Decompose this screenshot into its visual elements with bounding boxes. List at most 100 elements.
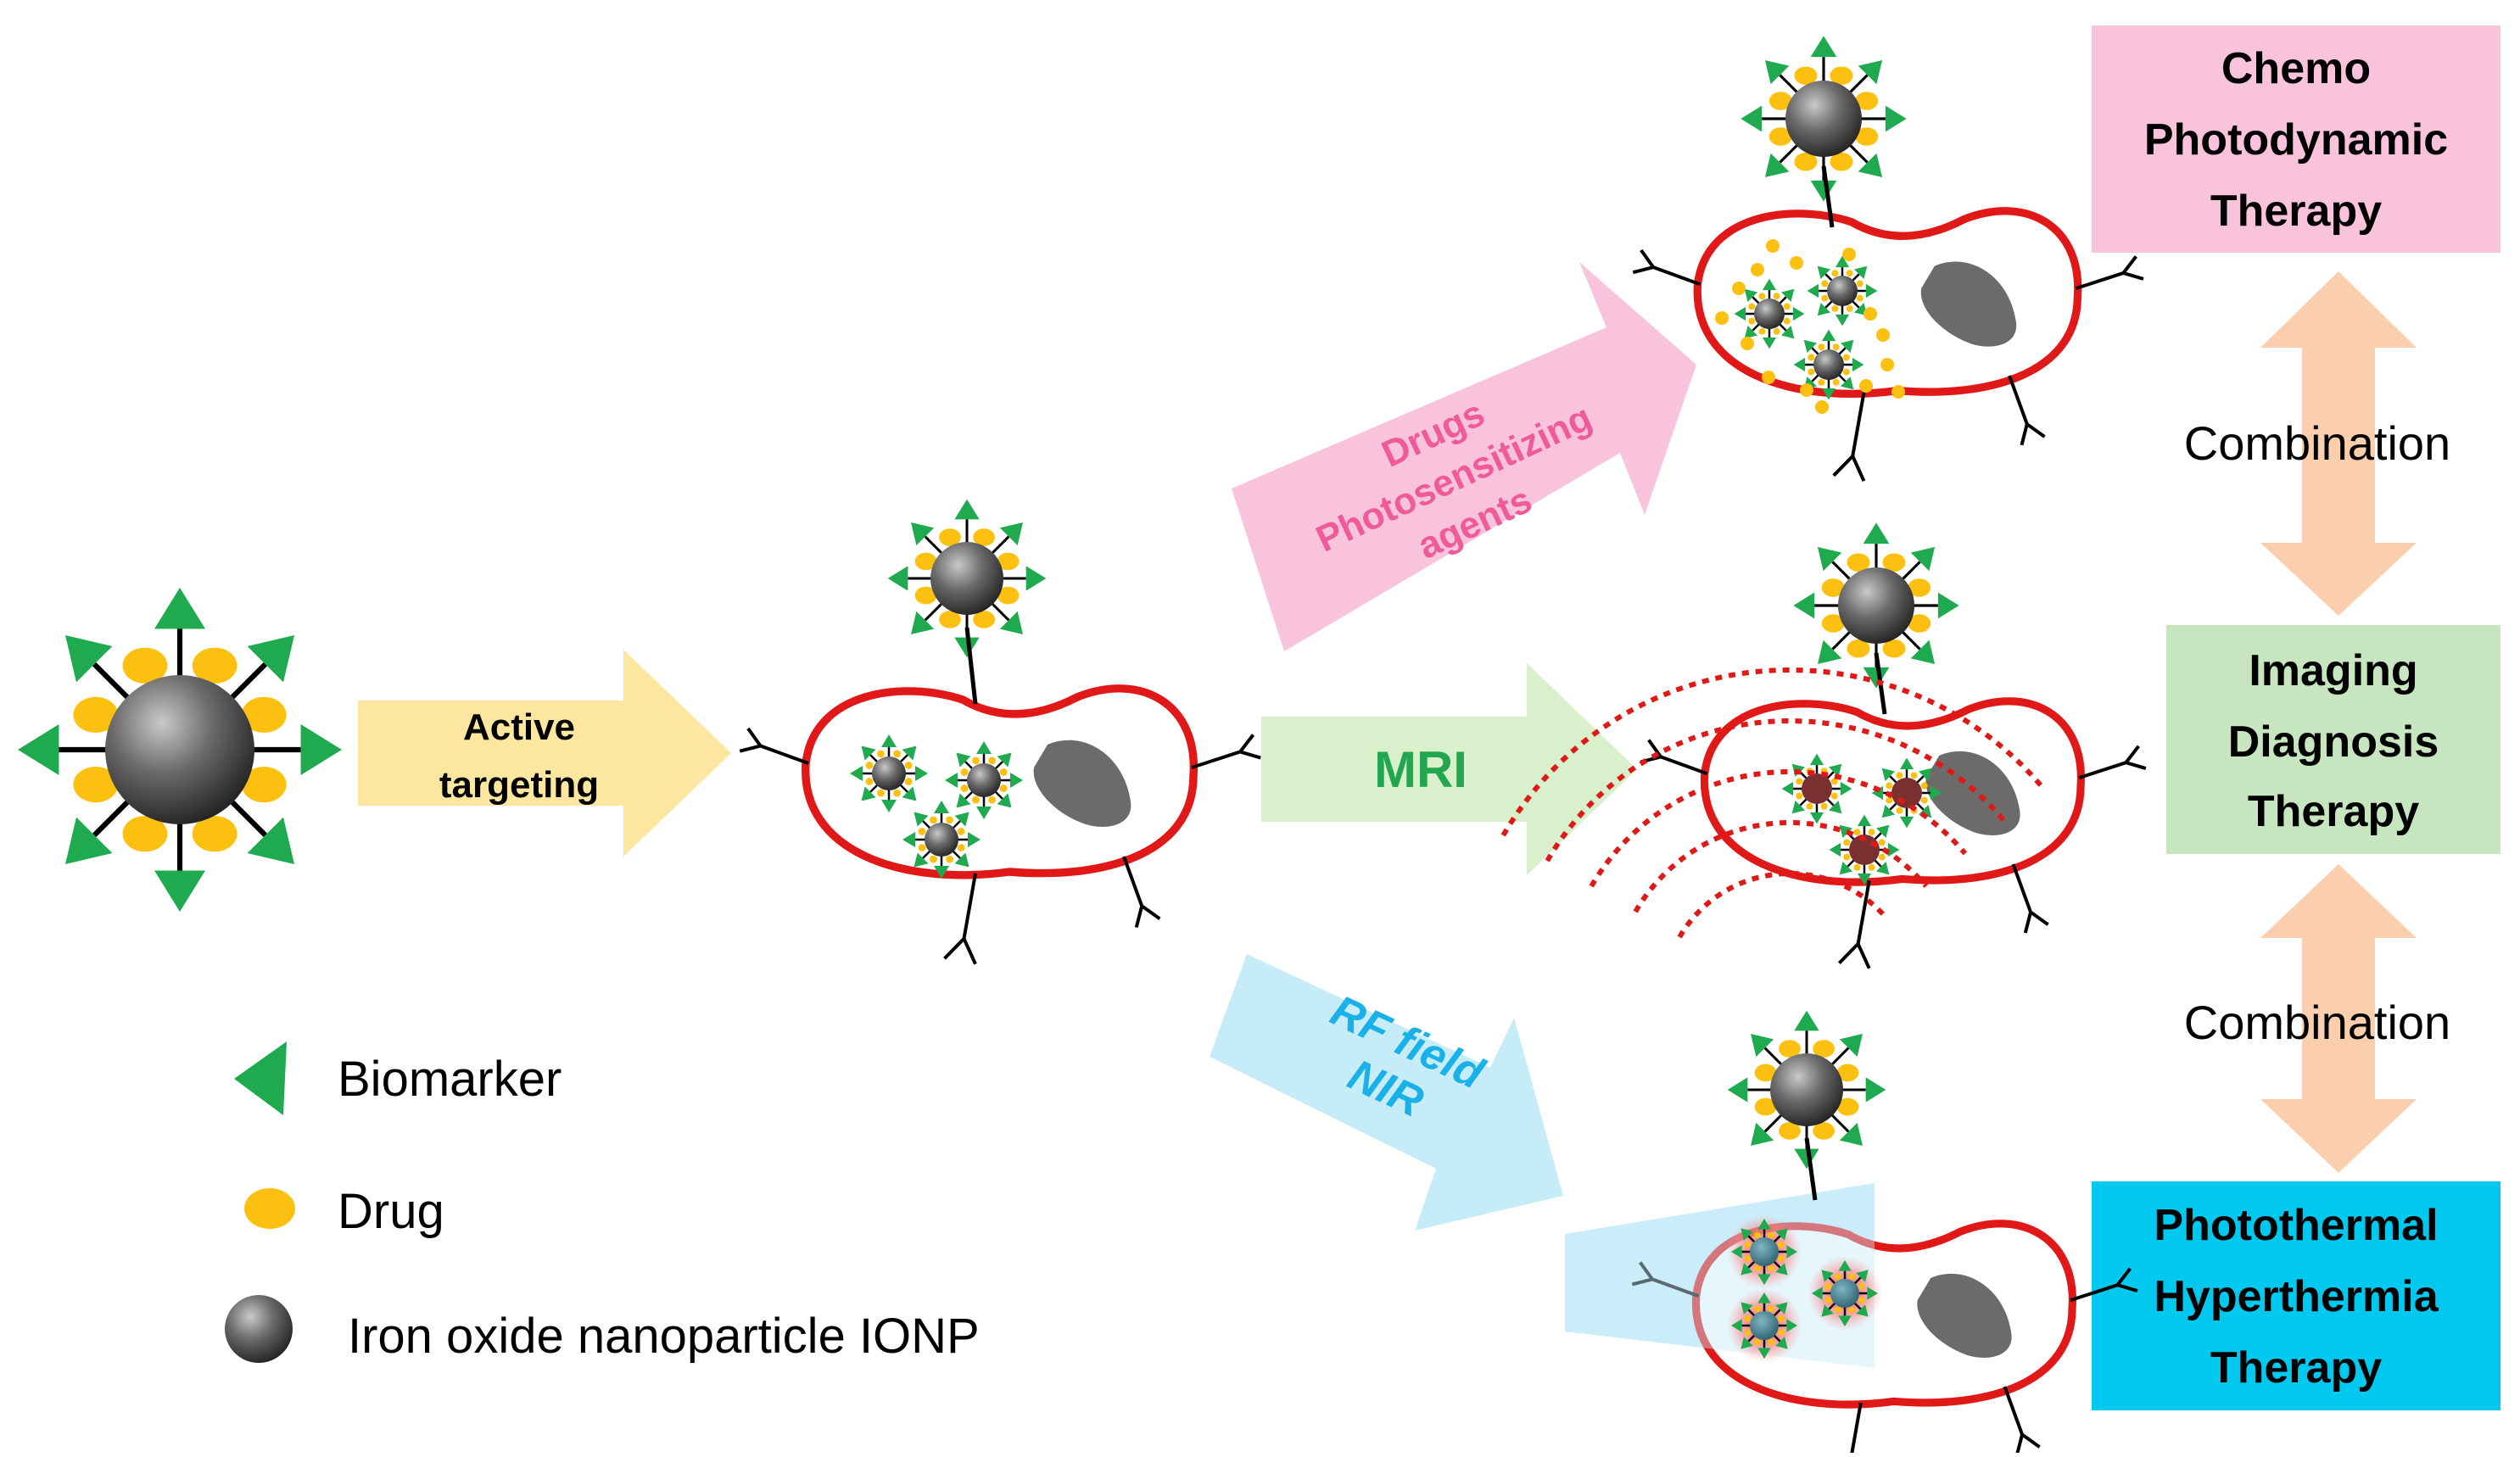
drug-dot: [1818, 343, 1825, 351]
combination-arrow-top: Combination: [2184, 271, 2450, 616]
biomarker-triangle: [1838, 1259, 1852, 1271]
released-drug-dot: [1751, 263, 1764, 276]
biomarker-triangle: [1794, 1010, 1819, 1031]
biomarker-triangle: [1817, 546, 1842, 572]
drug-dot: [918, 844, 926, 851]
biomarker-triangle: [1741, 105, 1763, 132]
biomarker-triangle: [1821, 329, 1836, 342]
biomarker-triangle: [1839, 824, 1852, 838]
drug-dot: [1794, 66, 1818, 86]
biomarker-triangle: [881, 800, 897, 812]
chemo-therapy-box-bg: [2092, 25, 2500, 253]
released-drug-dot: [1815, 400, 1829, 414]
biomarker-triangle: [247, 817, 295, 865]
biomarker-triangle: [1937, 592, 1959, 619]
biomarker-triangle: [954, 812, 969, 827]
drug-dot: [1768, 92, 1792, 110]
drug-dot: [1853, 863, 1861, 871]
biomarker-triangle: [997, 752, 1012, 768]
biomarker-triangle: [1910, 639, 1936, 665]
receptor-branch: [1640, 248, 1655, 269]
biomarker-triangle: [1803, 339, 1817, 353]
chemo-therapy-box: Chemo Photodynamic Therapy: [2092, 25, 2500, 253]
released-drug-dot: [1863, 307, 1877, 321]
photothermal-line-3: Therapy: [2210, 1343, 2382, 1393]
drug-dot: [939, 611, 961, 628]
released-drug-dot: [1766, 239, 1780, 253]
drug-dot: [1821, 294, 1829, 302]
internal-particle: [1734, 278, 1805, 349]
drug-dot: [1855, 92, 1879, 110]
drug-dot: [930, 855, 937, 863]
biomarker-triangle: [1786, 1319, 1798, 1332]
biomarker-triangle: [1930, 785, 1942, 801]
biomarker-triangle: [1791, 801, 1805, 814]
iron-oxide-core: [105, 675, 254, 824]
receptor-branch: [1631, 1277, 1653, 1287]
drugs-arrow-shape: [1232, 262, 1696, 651]
receptor-branch: [1837, 942, 1860, 965]
drug-dot: [1832, 343, 1840, 351]
receptor-stem: [1651, 1277, 1700, 1298]
receptor-stem: [1191, 750, 1241, 769]
biomarker-triangle: [1821, 1304, 1834, 1317]
drug-dot: [999, 768, 1008, 776]
drug-dot: [1754, 1097, 1777, 1116]
drug-dot: [973, 528, 995, 546]
receptor-stem: [2011, 863, 2032, 913]
receptor-branch: [2029, 910, 2049, 926]
biomarker-triangle: [1762, 278, 1777, 291]
biomarker-triangle: [1810, 36, 1837, 58]
chemo-bound-particle: [1741, 36, 1907, 202]
biomarker-triangle: [902, 745, 917, 761]
drug-dot: [865, 762, 874, 769]
released-drug-dot: [1800, 383, 1813, 397]
drug-dot: [1856, 280, 1863, 287]
receptor: [2003, 1386, 2041, 1456]
biomarker-triangle: [1899, 757, 1914, 770]
drug-dot: [904, 762, 913, 769]
biomarker-triangle: [902, 832, 915, 847]
drug-dot: [1835, 1306, 1841, 1314]
drug-dot: [122, 647, 168, 684]
biomarker-triangle: [1730, 1245, 1742, 1259]
receptor-branch: [2124, 745, 2140, 764]
drug-dot: [999, 784, 1008, 792]
receptor-branch: [1141, 904, 1161, 921]
chemo-line-1: Chemo: [2221, 44, 2371, 93]
iron-oxide-core: [1838, 567, 1914, 644]
biomarker-triangle: [999, 522, 1023, 546]
biomarker-triangle: [914, 852, 929, 868]
biomarker-triangle: [934, 801, 949, 813]
drug-dot: [893, 789, 901, 797]
receptor: [943, 873, 977, 965]
drug-dot: [1858, 1283, 1865, 1290]
drug-dot: [1768, 1264, 1774, 1272]
drug-dot: [1831, 304, 1839, 312]
drug-dot: [1836, 1063, 1859, 1082]
drug-dot: [1768, 1231, 1774, 1239]
drug-dot: [997, 586, 1020, 605]
drug-dot: [1830, 792, 1838, 800]
biomarker-triangle: [1809, 753, 1824, 766]
receptor-branch: [2122, 271, 2144, 281]
receptor-branch: [2121, 255, 2137, 275]
biomarker-triangle: [1817, 303, 1830, 316]
legend-biomarker-label: Biomarker: [338, 1052, 562, 1107]
drug-dot: [1847, 553, 1870, 572]
receptor-branch: [1832, 455, 1854, 477]
combination-label-bottom: Combination: [2184, 996, 2450, 1049]
receptor-branch: [739, 744, 762, 753]
drug-dot: [1853, 829, 1861, 836]
biomarker-triangle: [1793, 357, 1806, 372]
drug-dot: [930, 816, 937, 824]
drug-dot: [1768, 1305, 1774, 1313]
heated-particle: [1726, 1287, 1802, 1364]
receptor: [1640, 739, 1708, 776]
receptor: [2078, 745, 2147, 780]
drug-dot: [1754, 1338, 1761, 1346]
drug-dot: [1783, 317, 1791, 325]
receptor-branch: [2020, 1432, 2041, 1449]
